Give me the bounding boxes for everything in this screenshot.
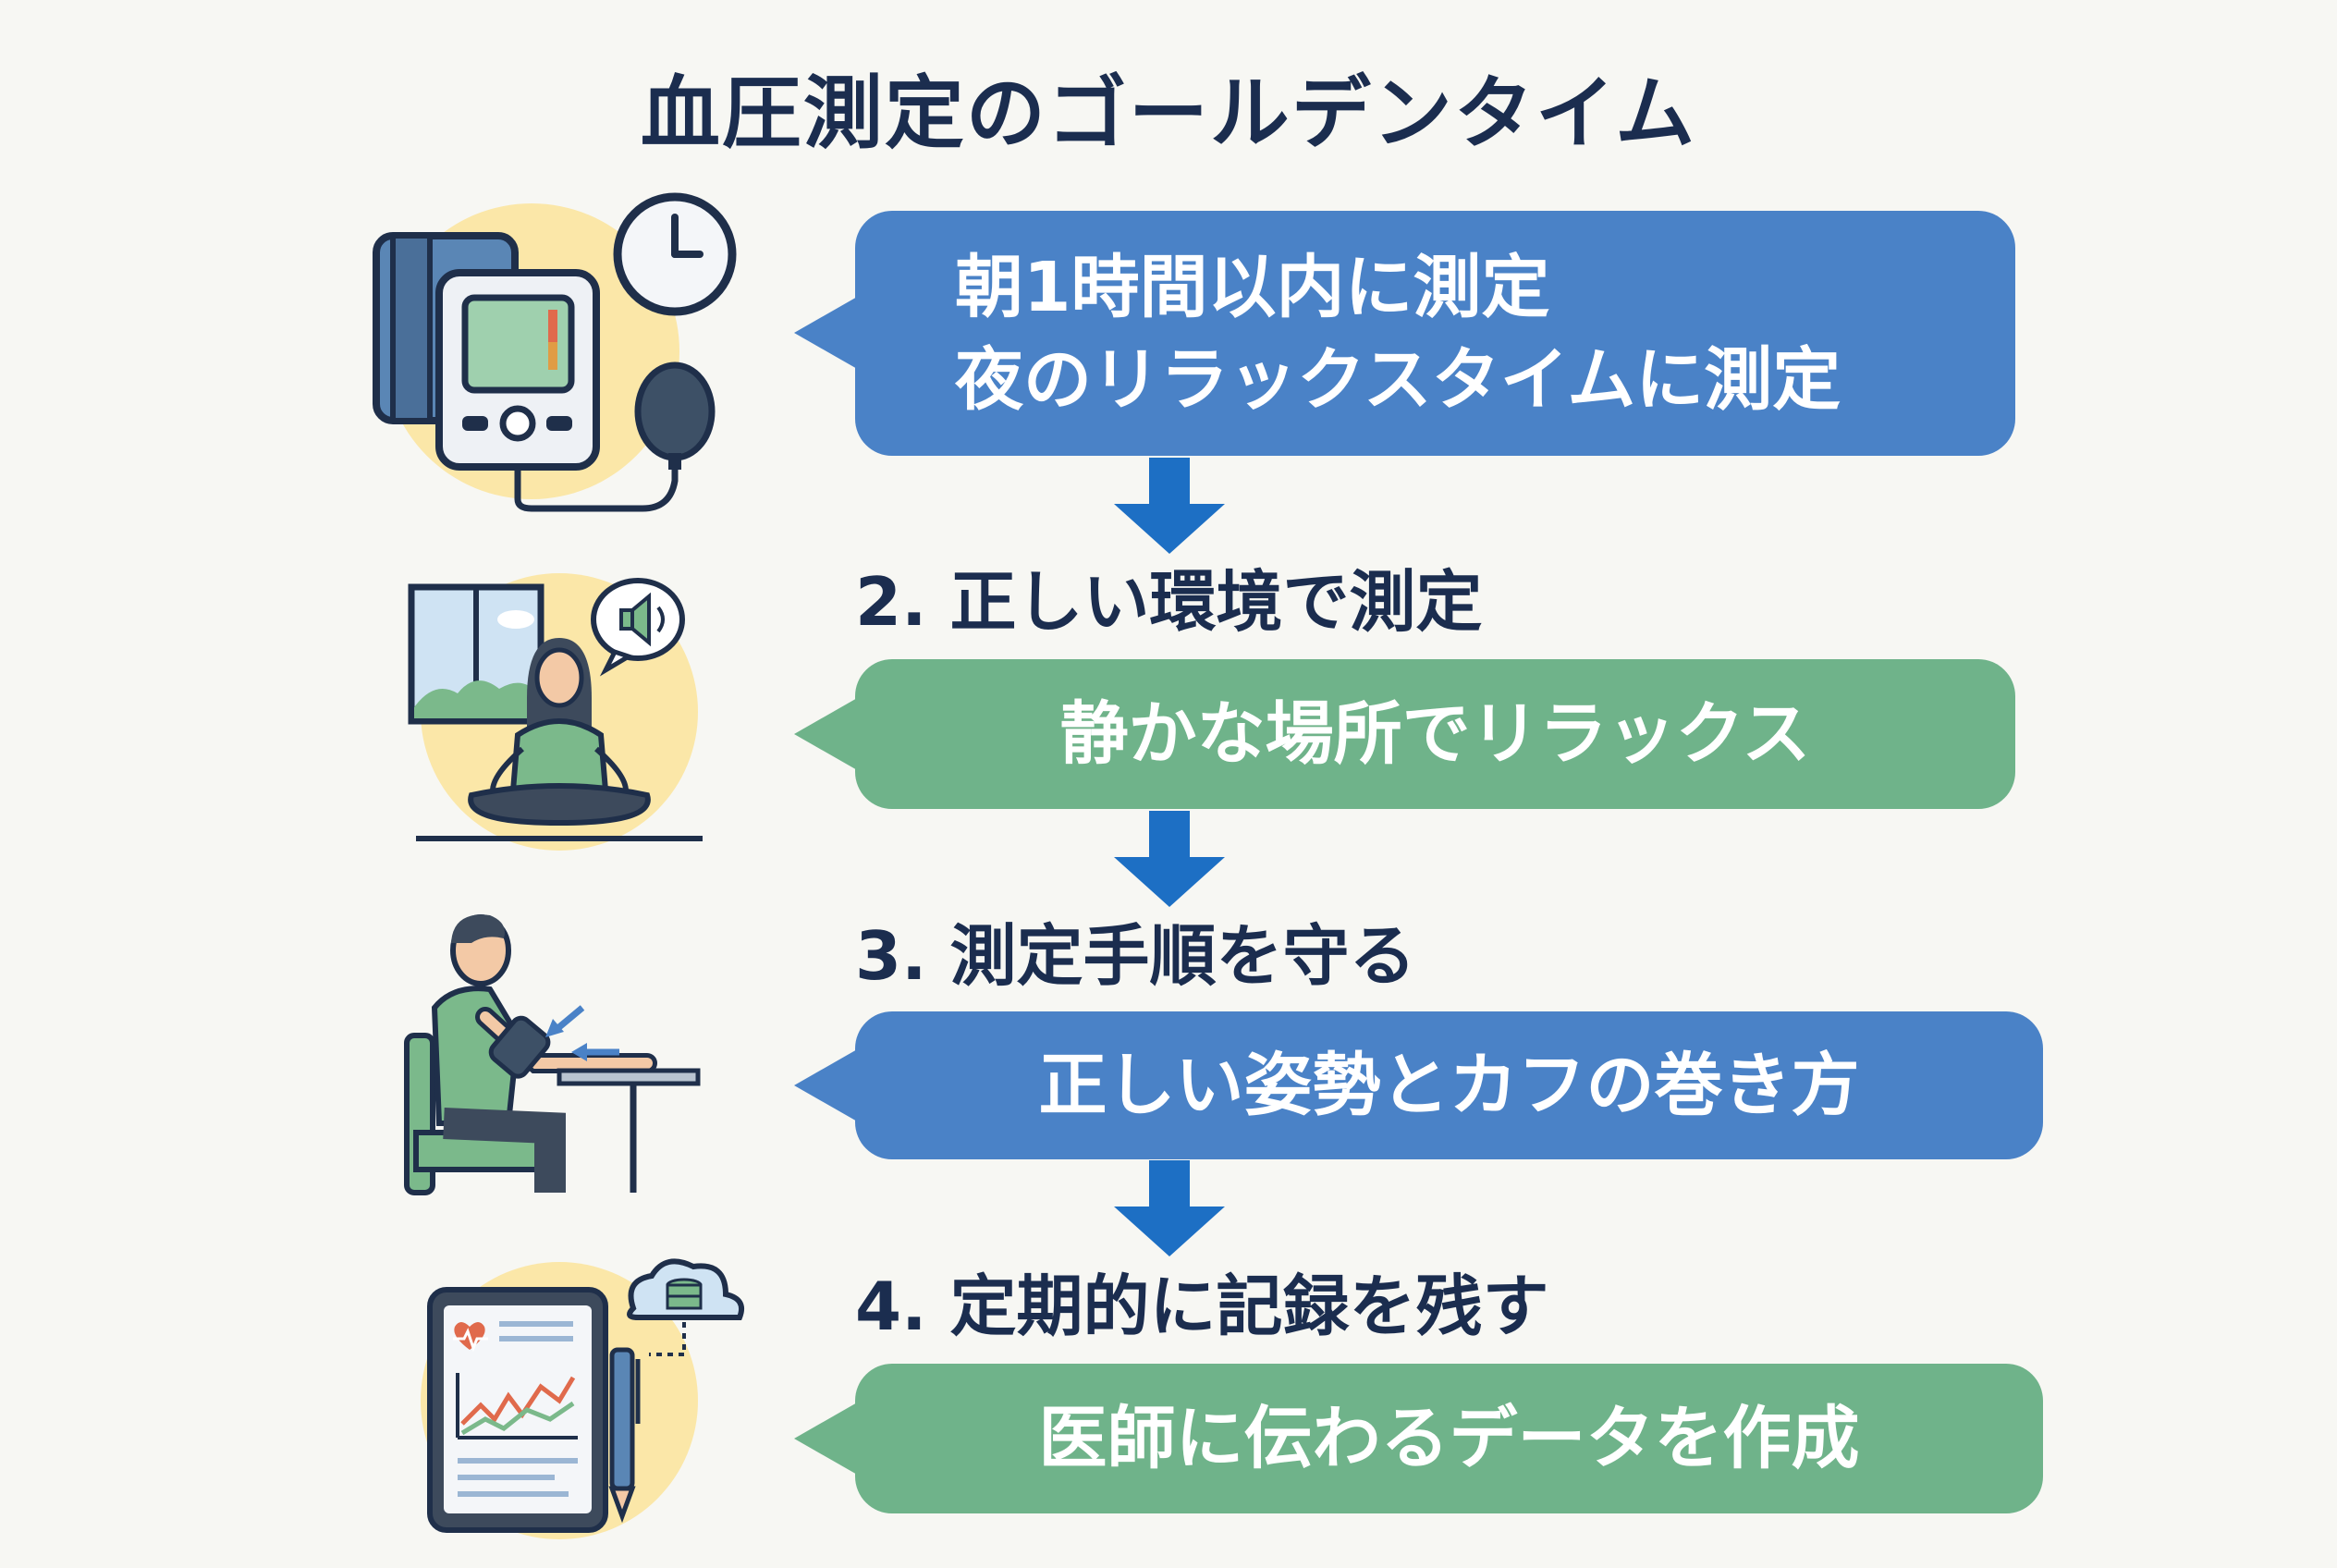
step-1-bubble: 朝1時間以内に測定 夜のリラックスタイムに測定 [794,211,2015,456]
seated-man-cuff-icon [404,914,701,1195]
meditating-woman-icon [408,573,703,851]
step-4-heading: 4. 定期的に記録を残す [855,1268,1549,1345]
down-arrow-3 [1114,1160,1225,1256]
step-4-bubble: 医師に伝わるデータを作成 [794,1364,2043,1513]
page-title: 血圧測定のゴールデンタイム [640,67,1697,160]
down-arrow-1 [1114,458,1225,554]
step-2-line-1: 静かな場所でリラックス [1059,694,1811,774]
step-2-heading: 2. 正しい環境で測定 [855,563,1483,641]
step-1-line-2: 夜のリラックスタイムに測定 [955,339,1841,420]
tablet-record-cloud-icon [421,1258,745,1539]
step-3-heading: 3. 測定手順を守る [855,917,1416,995]
blood-pressure-monitor-clock-icon [373,192,737,512]
step-2-bubble: 静かな場所でリラックス [794,659,2015,809]
step-3-bubble: 正しい姿勢とカフの巻き方 [794,1011,2043,1159]
step-1-line-1: 朝1時間以内に測定 [955,247,1550,327]
down-arrow-2 [1114,811,1225,907]
step-3-line-1: 正しい姿勢とカフの巻き方 [1038,1046,1860,1125]
step-4-line-1: 医師に伝わるデータを作成 [1038,1399,1860,1478]
